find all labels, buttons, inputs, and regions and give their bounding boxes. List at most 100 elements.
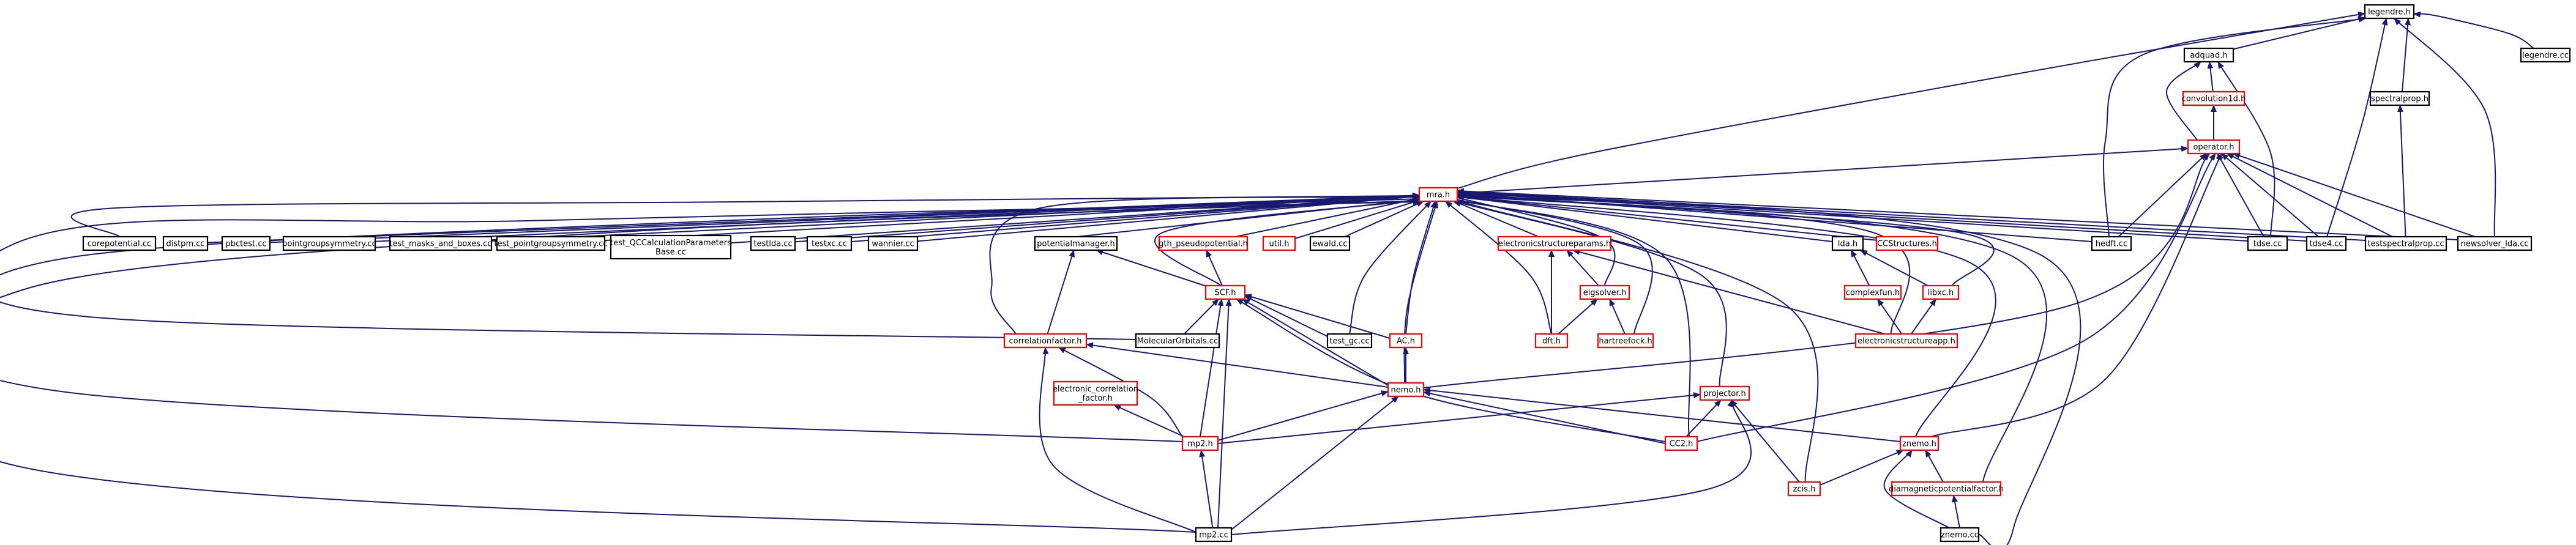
node-box bbox=[1418, 187, 1458, 202]
node-legendre-cc[interactable]: legendre.cc bbox=[2520, 47, 2571, 63]
node-box bbox=[1922, 284, 1960, 300]
edge-hartreefock_h-to-eigsolver_h bbox=[1609, 298, 1626, 335]
node-label: projector.h bbox=[1703, 390, 1746, 399]
node-hedft-cc[interactable]: hedft.cc bbox=[2091, 235, 2132, 251]
edge-tdse4_cc-to-operator_h bbox=[2221, 153, 2319, 237]
node-box bbox=[82, 235, 157, 251]
node-label: correlationfactor.h bbox=[1009, 337, 1081, 346]
edge-scf_h-to-potentialmanager_h bbox=[1096, 249, 1206, 287]
edge-spectralprop_h-to-legendre_h bbox=[2402, 18, 2411, 92]
edge-util_h-to-mra_h bbox=[1294, 199, 1420, 239]
node-box bbox=[1309, 235, 1351, 251]
edge-libxc_h-to-lda_h bbox=[1860, 250, 1928, 286]
node-esapp-h[interactable]: electronicstructureapp.h bbox=[1854, 333, 1958, 349]
node-label: test_QCCalculationParameters bbox=[610, 239, 731, 248]
node-tdse-cc[interactable]: tdse.cc bbox=[2247, 235, 2288, 251]
edge-mra_h-to-legendre_h bbox=[1445, 11, 2365, 193]
node-correlationfactor-h[interactable]: correlationfactor.h bbox=[1003, 333, 1088, 349]
node-newsolver-lda-cc[interactable]: newsolver_lda.cc bbox=[2457, 235, 2533, 251]
node-complexfun-h[interactable]: complexfun.h bbox=[1843, 284, 1902, 300]
node-label: CCStructures.h bbox=[1877, 240, 1937, 249]
node-label: znemo.cc bbox=[1941, 531, 1979, 540]
node-test-pointgroup-cc[interactable]: test_pointgroupsymmetry.cc bbox=[495, 235, 608, 251]
node-label: mp2.cc bbox=[1199, 531, 1228, 540]
node-tdse4-cc[interactable]: tdse4.cc bbox=[2305, 235, 2347, 251]
node-zcis-h[interactable]: zcis.h bbox=[1787, 481, 1821, 497]
node-label: _factor.h bbox=[1078, 394, 1113, 403]
edge-znemo_cc-to-mra_h bbox=[1457, 191, 2081, 545]
node-gth-pseudopotential-h[interactable]: gth_pseudopotential.h bbox=[1158, 235, 1249, 251]
node-label: CC2.h bbox=[1670, 440, 1693, 449]
node-molecularorbitals-cc[interactable]: MolecularOrbitals.cc bbox=[1135, 333, 1220, 349]
node-ecf-h[interactable]: electronic_correlation_factor.h bbox=[1053, 380, 1138, 406]
node-util-h[interactable]: util.h bbox=[1262, 235, 1296, 251]
edge-testspectralprop_cc-to-spectralprop_h bbox=[2397, 105, 2406, 237]
node-label: electronicstructureparams.h bbox=[1498, 240, 1611, 249]
node-projector-h[interactable]: projector.h bbox=[1699, 385, 1750, 401]
node-box bbox=[1875, 235, 1939, 251]
node-ccstructures-h[interactable]: CCStructures.h bbox=[1875, 235, 1939, 251]
node-label: operator.h bbox=[2193, 143, 2234, 152]
node-diamag-h[interactable]: diamagneticpotentialfactor.h bbox=[1889, 481, 2004, 497]
node-testspectralprop-cc[interactable]: testspectralprop.cc bbox=[2364, 235, 2447, 251]
node-pointgroupsymmetry-cc[interactable]: pointgroupsymmetry.cc bbox=[282, 235, 376, 251]
node-esparams-h[interactable]: electronicstructureparams.h bbox=[1497, 235, 1612, 251]
node-testxc-cc[interactable]: testxc.cc bbox=[806, 235, 853, 251]
node-label: wannier.cc bbox=[872, 240, 914, 249]
edge-newsolver_lda_cc-to-operator_h bbox=[2233, 152, 2476, 237]
edge-mp2_cc-to-projector_h bbox=[1231, 399, 1752, 535]
node-lda-h[interactable]: lda.h bbox=[1831, 235, 1864, 251]
node-mp2-h[interactable]: mp2.h bbox=[1181, 436, 1219, 451]
node-test-gc-cc[interactable]: test_gc.cc bbox=[1326, 333, 1373, 349]
node-label: tdse4.cc bbox=[2310, 240, 2343, 249]
node-adquad-h[interactable]: adquad.h bbox=[2183, 47, 2234, 63]
node-box bbox=[2369, 91, 2430, 106]
node-znemo-h[interactable]: znemo.h bbox=[1899, 436, 1939, 451]
node-spectralprop-h[interactable]: spectralprop.h bbox=[2369, 91, 2430, 106]
node-ewald-cc[interactable]: ewald.cc bbox=[1309, 235, 1351, 251]
node-legendre-h[interactable]: legendre.h bbox=[2364, 4, 2415, 20]
edge-nemo_h-to-correlationfactor_h bbox=[1086, 342, 1389, 388]
edge-adquad_h-to-legendre_h bbox=[2233, 16, 2365, 50]
node-mp2-cc[interactable]: mp2.cc bbox=[1195, 527, 1233, 543]
node-nemo-h[interactable]: nemo.h bbox=[1387, 382, 1425, 398]
node-corepotential-cc[interactable]: corepotential.cc bbox=[82, 235, 157, 251]
node-box bbox=[1534, 333, 1569, 349]
node-potentialmanager-h[interactable]: potentialmanager.h bbox=[1034, 235, 1118, 251]
node-libxc-h[interactable]: libxc.h bbox=[1922, 284, 1960, 300]
node-box bbox=[389, 235, 493, 251]
node-operator-h[interactable]: operator.h bbox=[2187, 139, 2241, 155]
edge-complexfun_h-to-lda_h bbox=[1850, 250, 1870, 286]
node-znemo-cc[interactable]: znemo.cc bbox=[1939, 527, 1980, 543]
node-wannier-cc[interactable]: wannier.cc bbox=[867, 235, 919, 251]
edge-convolution1d_h-to-adquad_h bbox=[2207, 61, 2214, 92]
node-eigsolver-h[interactable]: eigsolver.h bbox=[1579, 284, 1630, 300]
edge-nemo_h-to-operator_h bbox=[1423, 153, 2210, 388]
edge-znemo_h-to-nemo_h bbox=[1423, 387, 1901, 442]
node-dft-h[interactable]: dft.h bbox=[1534, 333, 1569, 349]
node-convolution1d-h[interactable]: convolution1d.h bbox=[2182, 91, 2246, 106]
node-box bbox=[806, 235, 853, 251]
node-box bbox=[1831, 235, 1864, 251]
node-label: libxc.h bbox=[1928, 289, 1954, 298]
node-box bbox=[1053, 380, 1138, 406]
node-testlda-cc[interactable]: testlda.cc bbox=[750, 235, 796, 251]
edge-mp2_h-to-nemo_h bbox=[1217, 390, 1389, 441]
node-label: complexfun.h bbox=[1846, 289, 1900, 298]
node-hartreefock-h[interactable]: hartreefock.h bbox=[1597, 333, 1654, 349]
edge-cc2_h-to-nemo_h bbox=[1423, 390, 1666, 444]
node-cc2-h[interactable]: CC2.h bbox=[1664, 436, 1698, 451]
node-box bbox=[867, 235, 919, 251]
node-box bbox=[1135, 333, 1220, 349]
node-test-masks-cc[interactable]: test_masks_and_boxes.cc bbox=[389, 235, 493, 251]
node-ac-h[interactable]: AC.h bbox=[1389, 333, 1423, 349]
node-box bbox=[1891, 481, 2002, 497]
node-box bbox=[162, 235, 209, 251]
node-pbctest-cc[interactable]: pbctest.cc bbox=[221, 235, 271, 251]
node-box bbox=[1387, 382, 1425, 398]
node-box bbox=[1939, 527, 1980, 543]
node-mra-h[interactable]: mra.h bbox=[1418, 187, 1458, 202]
node-scf-h[interactable]: SCF.h bbox=[1204, 284, 1246, 300]
node-distpm-cc[interactable]: distpm.cc bbox=[162, 235, 209, 251]
